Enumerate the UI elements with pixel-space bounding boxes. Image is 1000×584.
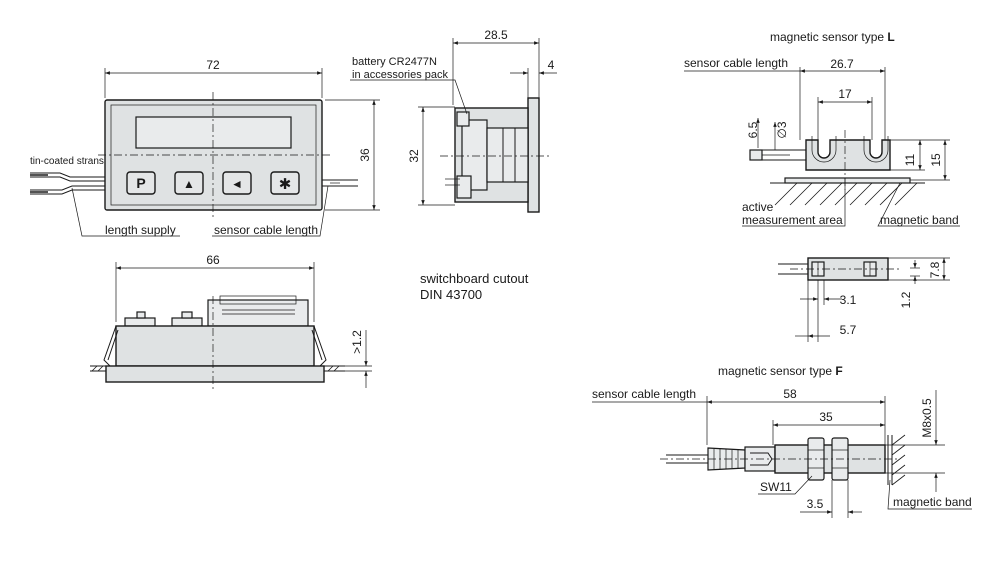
battery-label-line1: battery CR2477N [352,56,437,68]
button-p[interactable]: P [126,171,156,195]
dim-35-label: 35 [819,410,833,424]
tin-coated-label: tin-coated strans [30,156,104,167]
button-star[interactable]: ✱ [270,171,300,195]
dim-5-7-label: 5.7 [840,323,857,337]
sensor-l-title: magnetic sensor type L [770,30,895,44]
active-label-line2: measurement area [742,213,843,227]
dim-4-label: 4 [548,58,555,72]
side-view: 28.5 4 32 battery CR2477N in accessories… [350,28,557,213]
active-label-line1: active [742,200,774,214]
bottom-front-plate [105,365,325,383]
cutout-label-line2: DIN 43700 [420,287,482,302]
dim-3-5-label: 3.5 [807,497,824,511]
up-arrow-icon: ▲ [183,177,195,191]
dim-72-label: 72 [206,58,220,72]
magnetic-band [784,177,911,184]
bottom-housing [115,325,315,367]
sensor-f-cable-length: sensor cable length [592,387,696,401]
dim-66-label: 66 [206,253,220,267]
cutout-label-line1: switchboard cutout [420,271,529,286]
dim-32-label: 32 [407,149,421,163]
length-supply-label: length supply [105,223,176,237]
magnetic-band-label-f: magnetic band [893,495,972,509]
button-up[interactable]: ▲ [174,171,204,195]
dim-11-label: 11 [903,153,917,166]
sensor-type-l: magnetic sensor type L sensor cable leng… [684,30,960,342]
dim-26-7-label: 26.7 [830,57,854,71]
dim-3-1-label: 3.1 [840,293,857,307]
button-p-label: P [136,175,145,191]
dim-15-label: 15 [929,153,943,167]
magnetic-band-label-l: magnetic band [880,213,959,227]
sensor-type-f: magnetic sensor type F sensor cable leng… [592,364,972,518]
dim-28-5-label: 28.5 [484,28,508,42]
front-plate [527,97,540,213]
dim-6-5-label: 6.5 [746,121,760,138]
sensor-f-title: magnetic sensor type F [718,364,843,378]
sensor-cable-length-label: sensor cable length [214,223,318,237]
star-icon: ✱ [279,176,292,193]
battery [456,111,470,127]
ground-hatch [774,182,918,206]
lcd-window [135,116,292,149]
sw11-label: SW11 [760,480,792,494]
dim-7-8-label: 7.8 [928,261,942,278]
band-hatch-f [891,434,906,486]
bottom-view: 66 >1.2 [90,253,372,390]
dim-17-label: 17 [838,87,852,101]
battery-label-line2: in accessories pack [352,69,448,81]
dim-d3-label: ∅3 [775,121,789,138]
dim-58-label: 58 [783,387,797,401]
left-arrow-icon: ◄ [231,177,243,191]
sensor-l-body [805,139,891,171]
dim-36-label: 36 [358,148,372,162]
front-view: 72 36 P ▲ ◄ ✱ [30,58,380,237]
sensor-l-cable-length: sensor cable length [684,56,788,70]
button-left[interactable]: ◄ [222,171,252,195]
dim-m8-label: M8x0.5 [920,398,934,438]
dim-1-2-label: 1.2 [899,291,913,308]
dim-gt-1-2-label: >1.2 [350,330,364,354]
